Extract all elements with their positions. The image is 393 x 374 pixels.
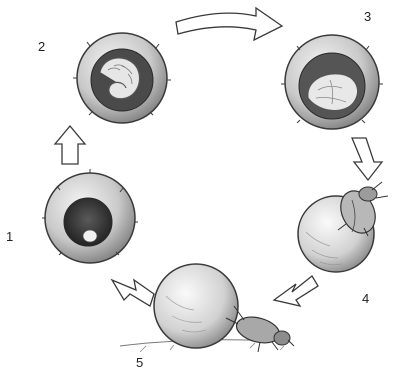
stage-number-3: 3 xyxy=(364,10,371,23)
arrow-3-to-4-icon xyxy=(352,138,382,180)
arrow-4-to-5-icon xyxy=(274,276,318,306)
stage-1-egg-ball xyxy=(42,169,138,263)
arrow-5-to-1-icon xyxy=(112,280,154,306)
stage-number-5: 5 xyxy=(136,356,143,369)
stage-number-2: 2 xyxy=(38,40,45,53)
stage-4-adult-emerging xyxy=(298,182,388,272)
arrow-1-to-2-icon xyxy=(55,126,85,164)
stage-5-beetle-rolling-ball xyxy=(120,264,294,352)
egg-icon xyxy=(83,230,97,242)
stage-2-larva-ball xyxy=(73,33,171,123)
stage-number-4: 4 xyxy=(362,292,369,305)
stage-3-pupa-ball xyxy=(281,35,383,129)
arrow-2-to-3-icon xyxy=(176,8,282,40)
stage-number-1: 1 xyxy=(6,230,13,243)
